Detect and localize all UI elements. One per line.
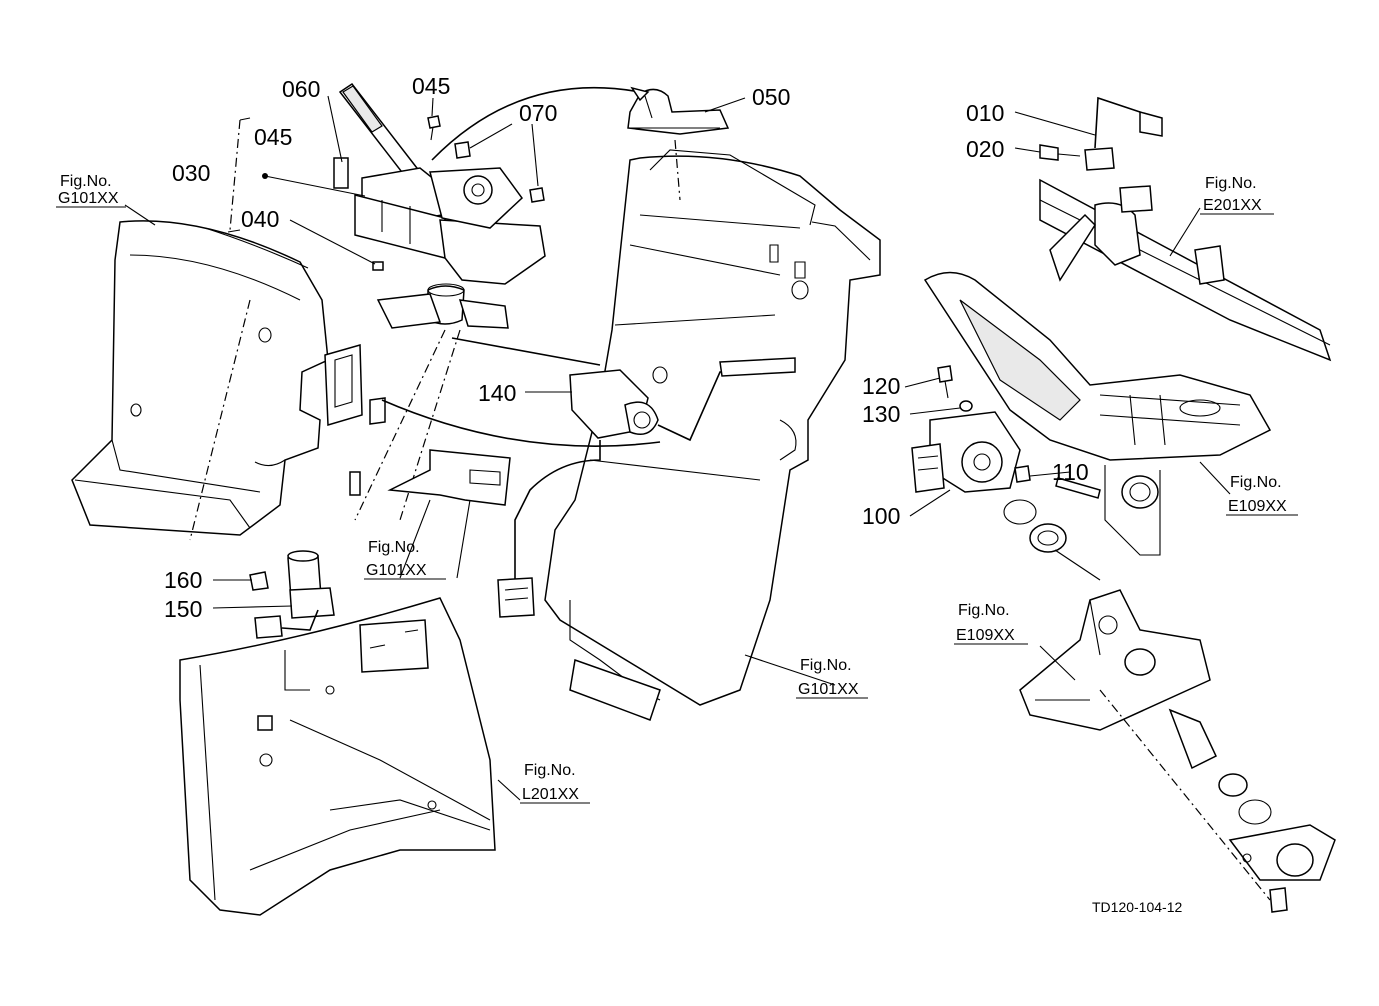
label-045-side: 045 (254, 124, 292, 150)
combination-switch (333, 82, 546, 285)
figref-l201xx: Fig.No. L201XX (520, 762, 590, 804)
label-120: 120 (862, 373, 900, 399)
label-110: 110 (1052, 459, 1089, 485)
lever-switch (497, 357, 796, 618)
left-dash-panel (71, 220, 329, 541)
label-010: 010 (966, 100, 1004, 126)
label-030: 030 (172, 160, 210, 186)
figref-code: G101XX (366, 562, 427, 579)
figref-prefix: Fig.No. (60, 173, 112, 190)
arrow-to-cover (431, 86, 641, 161)
screws-upper (372, 115, 545, 271)
label-060: 060 (282, 76, 320, 102)
label-100: 100 (862, 503, 900, 529)
label-040: 040 (241, 206, 279, 232)
upper-cover (627, 88, 730, 135)
figref-code: E109XX (956, 627, 1015, 644)
lower-bracket-right (1019, 549, 1336, 913)
figref-g101xx-left: Fig.No. G101XX (56, 173, 126, 208)
label-045-top: 045 (412, 73, 450, 99)
center-panel (544, 139, 881, 721)
label-070: 070 (519, 100, 557, 126)
part-number-labels: 060 045 070 050 045 030 040 140 160 150 … (164, 73, 1089, 622)
figref-code: E201XX (1203, 197, 1262, 214)
arrow-head (630, 86, 650, 102)
figref-code: G101XX (58, 190, 119, 207)
figref-prefix: Fig.No. (958, 602, 1010, 619)
panel-clip (324, 344, 386, 426)
label-130: 130 (862, 401, 900, 427)
figref-prefix: Fig.No. (1230, 474, 1282, 491)
figref-prefix: Fig.No. (368, 539, 420, 556)
figref-g101xx-right: Fig.No. G101XX (796, 657, 868, 699)
figref-e109xx-right: Fig.No. E109XX (1226, 474, 1298, 516)
figref-code: E109XX (1228, 498, 1287, 515)
figref-g101xx-middle: Fig.No. G101XX (364, 539, 446, 580)
figref-prefix: Fig.No. (800, 657, 852, 674)
drawing-code: TD120-104-12 (1092, 899, 1182, 915)
throttle-sensor (911, 365, 1101, 553)
lower-bracket (349, 449, 511, 506)
lower-left-panel (179, 597, 496, 916)
figure-references: Fig.No. G101XX Fig.No. G101XX Fig.No. G1… (56, 173, 1298, 804)
label-140: 140 (478, 380, 516, 406)
figref-prefix: Fig.No. (524, 762, 576, 779)
leader-lines (124, 95, 1231, 801)
label-020: 020 (966, 136, 1004, 162)
pedal-bracket (923, 271, 1272, 556)
figref-code: G101XX (798, 681, 859, 698)
figref-e201xx: Fig.No. E201XX (1200, 175, 1274, 215)
label-160: 160 (164, 567, 202, 593)
brake-switch (249, 550, 335, 639)
ref-line-a (451, 337, 601, 366)
label-050: 050 (752, 84, 790, 110)
ref-line-b (381, 399, 661, 447)
label-150: 150 (164, 596, 202, 622)
figref-code: L201XX (522, 786, 579, 803)
figref-e109xx-lower: Fig.No. E109XX (954, 602, 1028, 645)
right-top-assembly (1039, 96, 1332, 362)
figref-prefix: Fig.No. (1205, 175, 1257, 192)
